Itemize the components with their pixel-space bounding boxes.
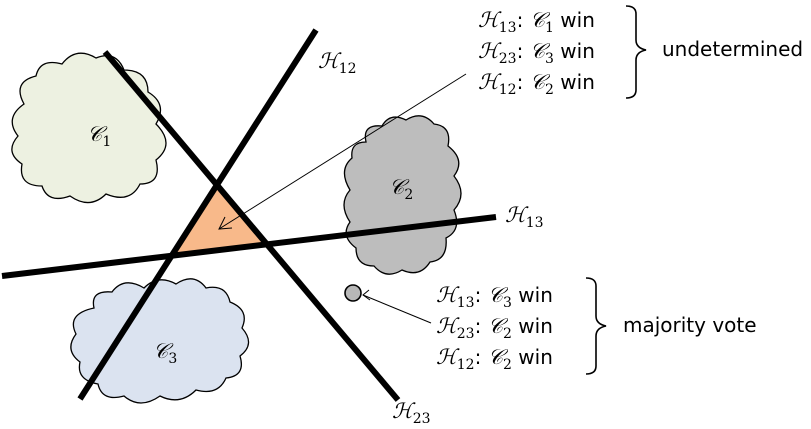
- majority-row-1: ℋ13: 𝒞3 win: [436, 283, 553, 311]
- cluster-1-cloud: [11, 52, 167, 204]
- hyperplane-12-line: [77, 28, 319, 401]
- hyperplane-13-label: ℋ13: [505, 203, 544, 231]
- majority-row-3: ℋ12: 𝒞2 win: [436, 345, 553, 373]
- majority-pointer-line: [362, 294, 432, 324]
- undetermined-row-2: ℋ23: 𝒞3 win: [478, 39, 595, 67]
- hyperplane-23-label: ℋ23: [392, 399, 431, 427]
- majority-label: majority vote: [623, 313, 757, 337]
- hyperplane-12-label: ℋ12: [318, 49, 357, 77]
- undetermined-pointer-line: [218, 73, 467, 230]
- sample-point: [344, 284, 362, 302]
- majority-row-2: ℋ23: 𝒞2 win: [436, 314, 553, 342]
- undetermined-label: undetermined: [662, 37, 803, 61]
- undetermined-rows: ℋ13: 𝒞1 win ℋ23: 𝒞3 win ℋ12: 𝒞2 win: [478, 8, 595, 98]
- undetermined-brace: [625, 5, 647, 99]
- majority-pointer-arrowhead: [362, 289, 371, 301]
- majority-brace: [585, 277, 607, 375]
- hyperplane-23-line: [102, 50, 401, 402]
- undetermined-region: [174, 184, 268, 256]
- undetermined-pointer-arrowhead: [218, 216, 233, 230]
- majority-rows: ℋ13: 𝒞3 win ℋ23: 𝒞2 win ℋ12: 𝒞2 win: [436, 283, 553, 373]
- undetermined-row-3: ℋ12: 𝒞2 win: [478, 70, 595, 98]
- undetermined-row-1: ℋ13: 𝒞1 win: [478, 8, 595, 36]
- hyperplane-13-line: [1, 214, 497, 279]
